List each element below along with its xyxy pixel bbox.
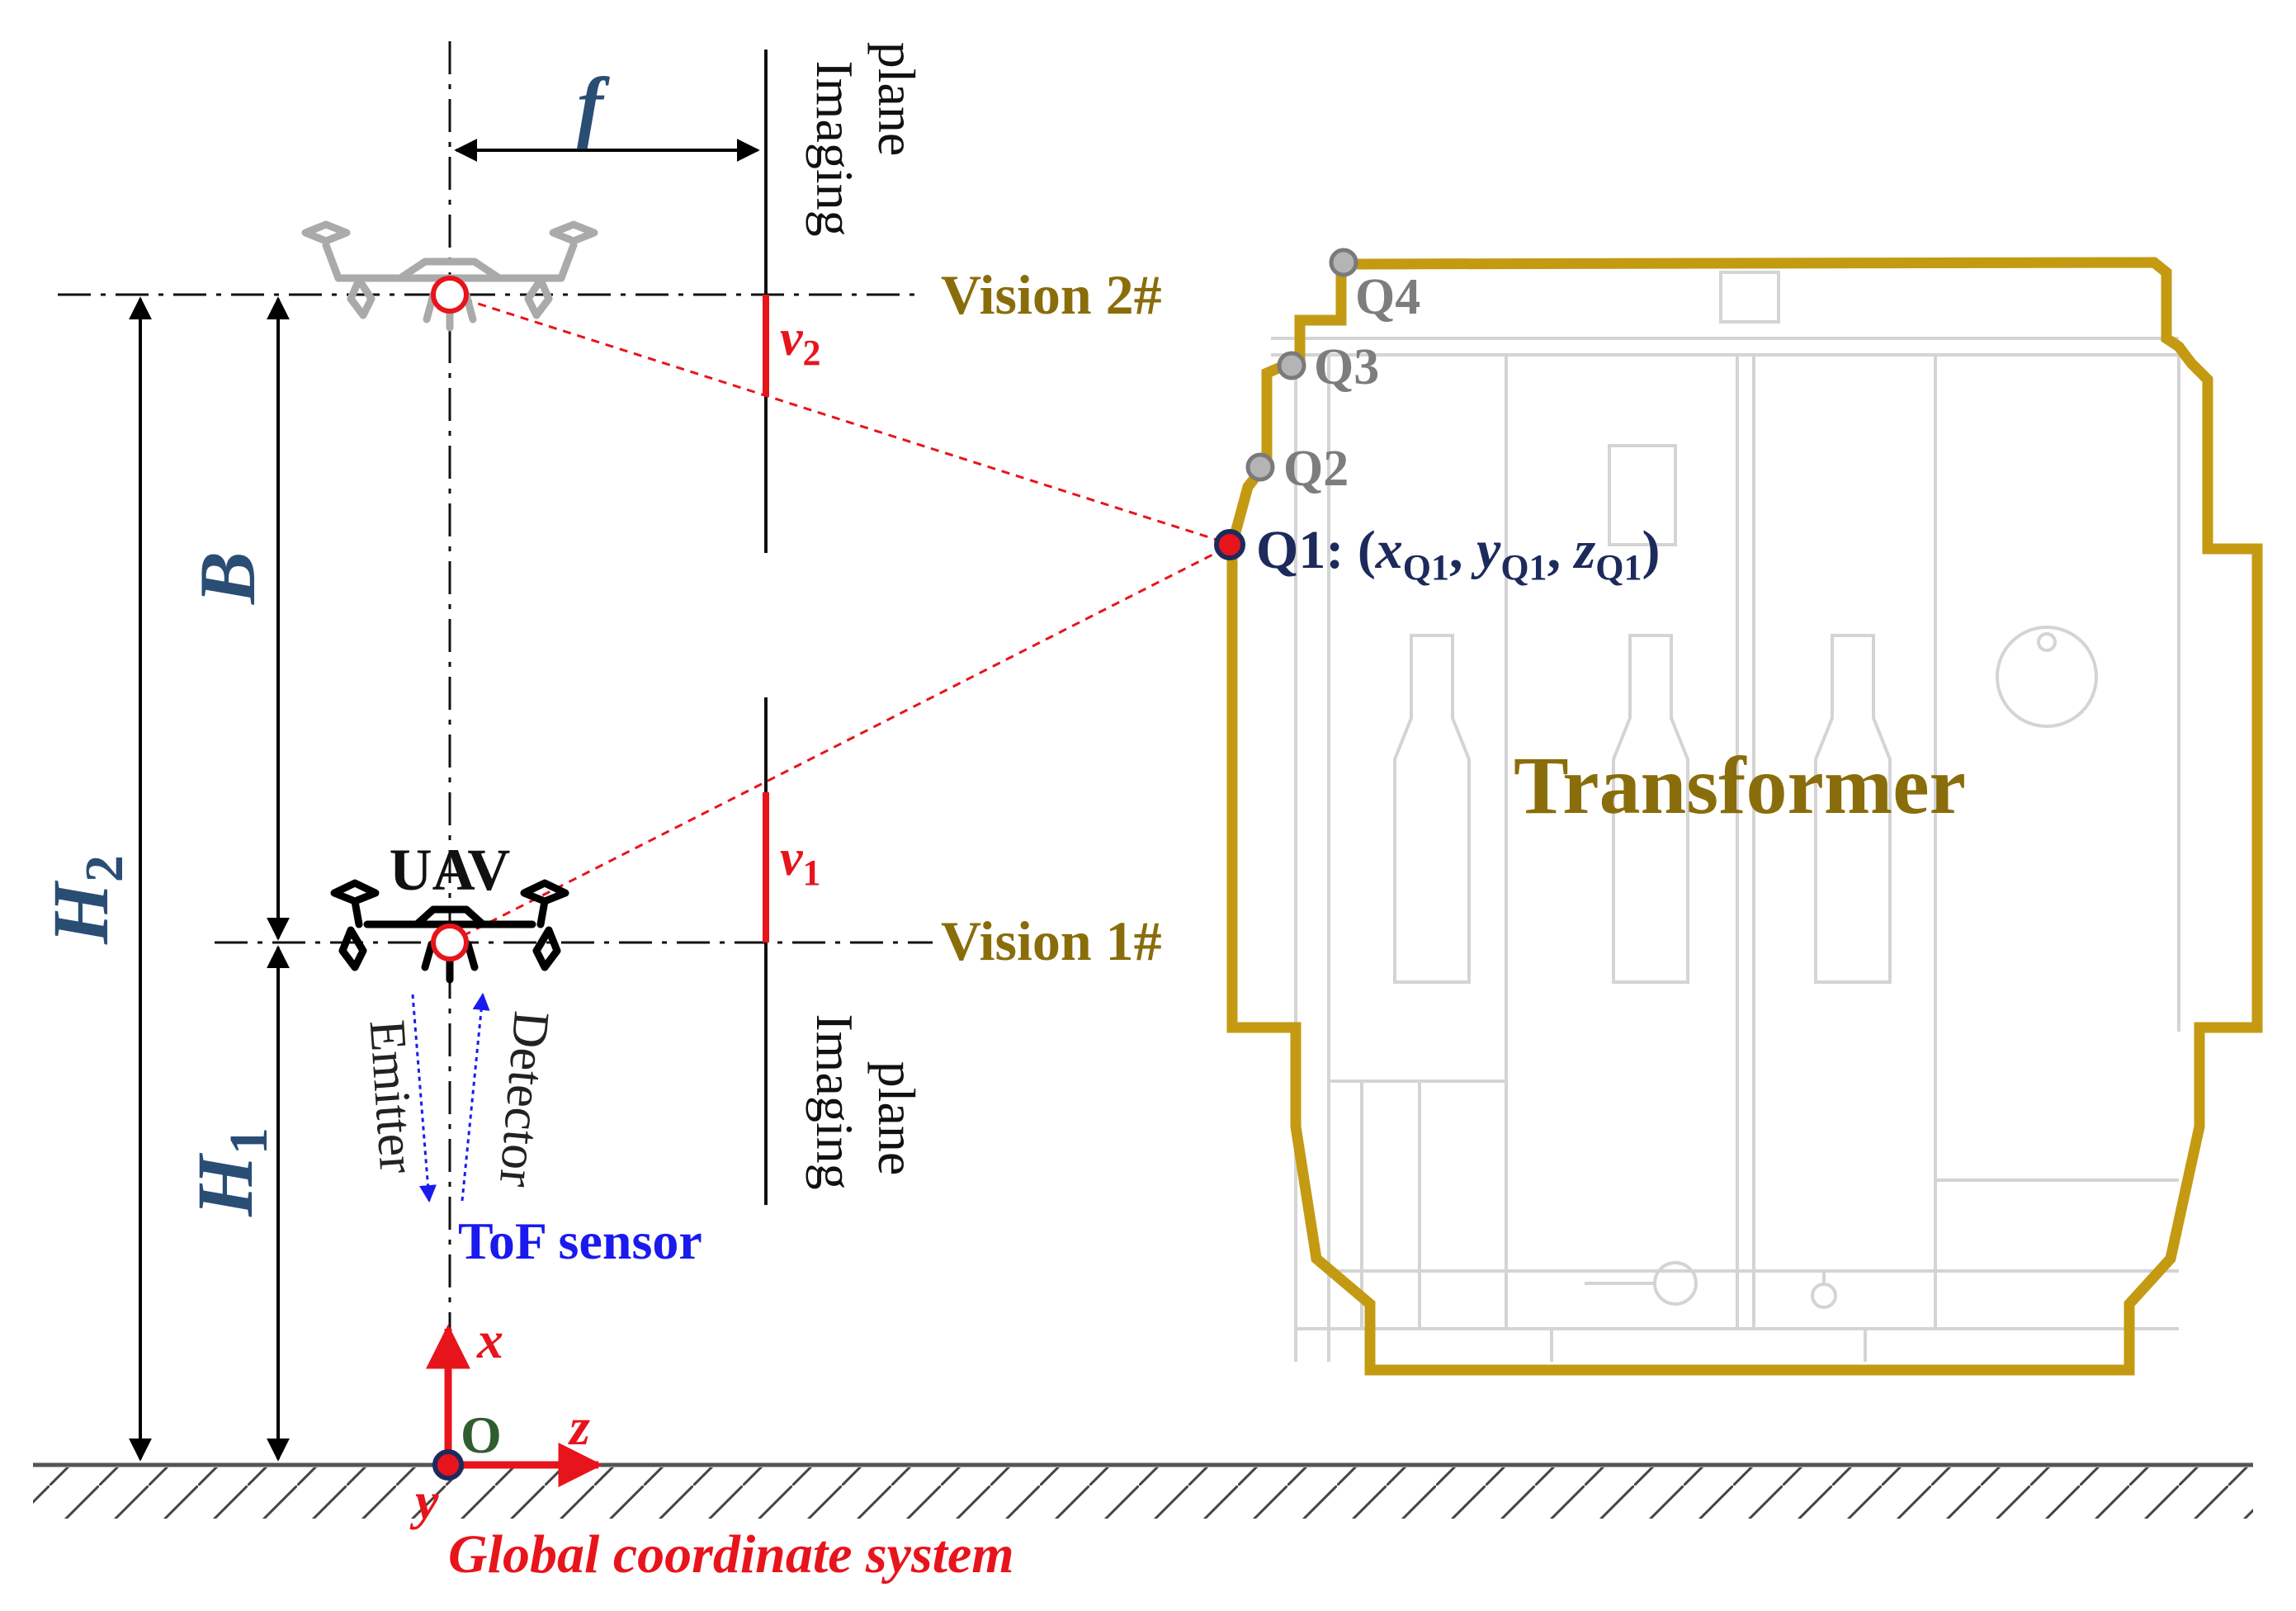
imaging-plane-top-label: Imaging: [805, 60, 864, 236]
h1-label: H1: [181, 1127, 279, 1217]
transformer: [1226, 257, 2263, 1376]
tof-sensor-label: ToF sensor: [458, 1212, 702, 1270]
svg-text:B: B: [183, 551, 272, 605]
svg-text:Detector: Detector: [489, 1009, 560, 1189]
svg-text:Imaging: Imaging: [805, 60, 864, 236]
q1-label: Q1: (xQ1, yQ1, zQ1): [1256, 520, 1660, 588]
transformer-internals: [1271, 271, 2180, 1362]
imaging-plane-bottom-label-2: plane: [867, 1061, 926, 1176]
ground: [33, 1462, 2253, 1519]
svg-text:Emitter: Emitter: [359, 1018, 426, 1175]
q4-label: Q4: [1355, 269, 1420, 325]
q4-point: [1329, 248, 1358, 277]
focal-length-label: f: [577, 61, 610, 149]
q3-label: Q3: [1314, 339, 1379, 395]
svg-text:H2: H2: [36, 855, 135, 945]
vision-2-label: Vision 2#: [941, 263, 1162, 326]
transformer-label: Transformer: [1514, 739, 1966, 831]
svg-text:H1: H1: [181, 1127, 279, 1217]
global-coordinate-label: Global coordinate system: [448, 1524, 1014, 1585]
h2-label: H2: [36, 855, 135, 945]
v2-label: v2: [780, 310, 821, 373]
detector-label: Detector: [489, 1009, 560, 1189]
detector-arrow: [461, 992, 490, 1202]
svg-text:plane: plane: [867, 42, 926, 157]
svg-text:Imaging: Imaging: [805, 1013, 864, 1189]
axis-x-label: x: [476, 1311, 503, 1369]
axis-z-label: z: [568, 1397, 590, 1456]
v1-label: v1: [780, 830, 821, 893]
hatched-ground-icon: [33, 1467, 2253, 1519]
ray-vision-2: [449, 293, 1233, 546]
ray-vision-1: [449, 543, 1233, 944]
imaging-plane-bottom-label: Imaging: [805, 1013, 864, 1189]
q2-point: [1245, 452, 1275, 482]
q2-label: Q2: [1283, 441, 1349, 497]
quadcopter-icon: [301, 220, 598, 332]
emitter-label: Emitter: [359, 1018, 426, 1175]
origin-label: O: [461, 1405, 502, 1464]
q1-point: [1214, 529, 1245, 560]
uav-label: UAV: [390, 837, 511, 903]
svg-text:plane: plane: [867, 1061, 926, 1176]
imaging-plane-top-label-2: plane: [867, 42, 926, 157]
quadcopter-icon: [330, 879, 569, 984]
origin-point: [432, 1449, 464, 1481]
transformer-outline: [1226, 257, 2263, 1376]
q3-point: [1277, 351, 1306, 380]
vision-1-label: Vision 1#: [941, 909, 1162, 972]
baseline-label: B: [183, 551, 272, 605]
emitter-arrow: [411, 994, 437, 1203]
